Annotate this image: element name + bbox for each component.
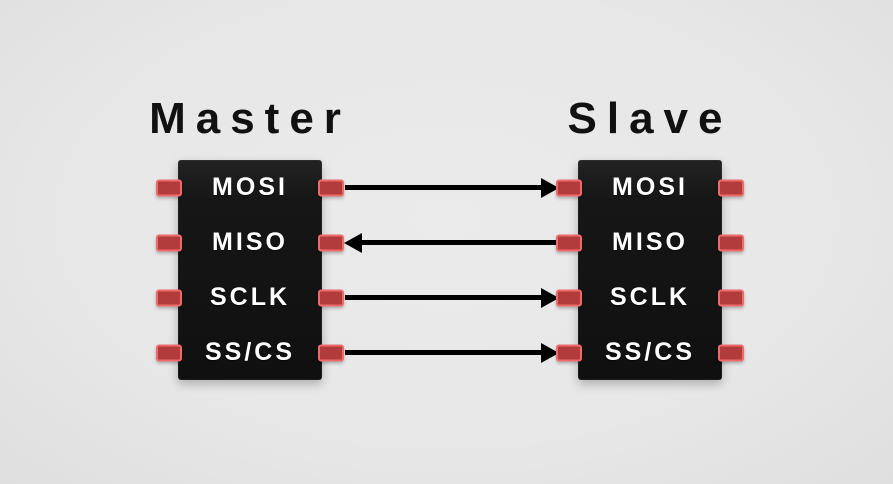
slave-row-miso: MISO bbox=[556, 215, 744, 270]
pin-label-sclk: SCLK bbox=[609, 283, 691, 311]
chip-pin bbox=[718, 289, 744, 306]
chip-pin bbox=[718, 344, 744, 361]
chip-pin bbox=[718, 179, 744, 196]
pin-label-sscs: SS/CS bbox=[204, 338, 296, 366]
master-row-sclk: SCLK bbox=[156, 270, 344, 325]
arrow-sscs bbox=[345, 350, 541, 355]
slave-row-sclk: SCLK bbox=[556, 270, 744, 325]
chip-pin bbox=[718, 234, 744, 251]
pin-label-miso: MISO bbox=[212, 228, 288, 256]
chip-pin bbox=[318, 289, 344, 306]
master-row-mosi: MOSI bbox=[156, 160, 344, 215]
chip-pin bbox=[318, 179, 344, 196]
slave-title: Slave bbox=[567, 94, 733, 143]
chip-pin bbox=[156, 234, 182, 251]
chip-pin bbox=[556, 179, 582, 196]
chip-pin bbox=[156, 344, 182, 361]
pin-label-mosi: MOSI bbox=[612, 173, 688, 201]
chip-pin bbox=[156, 289, 182, 306]
chip-pin bbox=[556, 234, 582, 251]
arrow-mosi bbox=[345, 185, 541, 190]
pin-label-sclk: SCLK bbox=[209, 283, 291, 311]
chip-pin bbox=[556, 289, 582, 306]
slave-row-sscs: SS/CS bbox=[556, 325, 744, 380]
master-chip: MOSI MISO SCLK SS/CS bbox=[156, 160, 344, 380]
slave-row-mosi: MOSI bbox=[556, 160, 744, 215]
pin-label-miso: MISO bbox=[612, 228, 688, 256]
slave-chip: MOSI MISO SCLK SS/CS bbox=[556, 160, 744, 380]
arrow-miso bbox=[362, 240, 558, 245]
chip-pin bbox=[156, 179, 182, 196]
chip-pin bbox=[318, 234, 344, 251]
arrow-sclk bbox=[345, 295, 541, 300]
chip-pin bbox=[318, 344, 344, 361]
pin-label-mosi: MOSI bbox=[212, 173, 288, 201]
master-title: Master bbox=[149, 94, 351, 143]
master-row-miso: MISO bbox=[156, 215, 344, 270]
chip-pin bbox=[556, 344, 582, 361]
master-row-sscs: SS/CS bbox=[156, 325, 344, 380]
pin-label-sscs: SS/CS bbox=[604, 338, 696, 366]
